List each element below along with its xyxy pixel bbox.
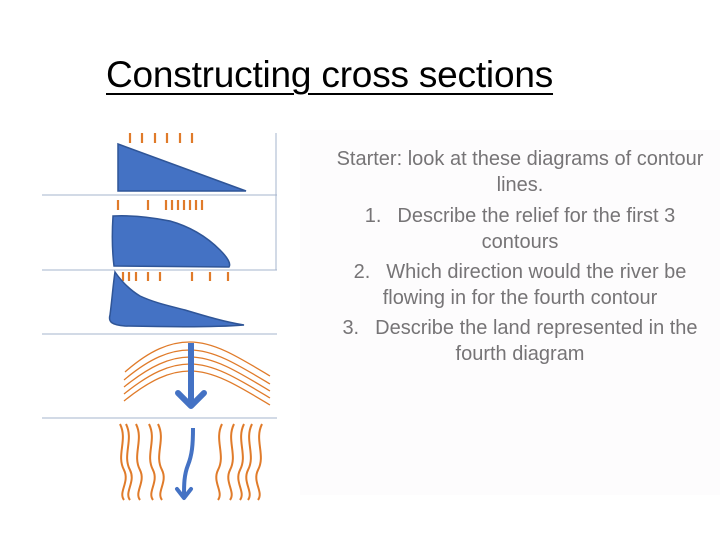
starter-text-block: Starter: look at these diagrams of conto…: [330, 146, 710, 371]
river-arrow-icon: [175, 343, 207, 409]
contour-map-wavy: [119, 423, 263, 501]
question-text: Describe the land represented in the fou…: [375, 317, 698, 365]
question-item: 1. Describe the relief for the first 3 co…: [330, 203, 710, 255]
contour-map-curved: [123, 341, 271, 406]
question-number: 2.: [353, 261, 371, 283]
question-text: Describe the relief for the first 3 cont…: [397, 205, 676, 253]
cross-section-concave-slope: [108, 270, 245, 328]
question-number: 1.: [364, 205, 382, 227]
diagram-dividers: [42, 133, 277, 419]
river-arrow-wavy-icon: [175, 427, 195, 500]
cross-section-convex-slope: [111, 200, 231, 268]
question-item: 3. Describe the land represented in the f…: [330, 315, 710, 367]
slide-title: Constructing cross sections: [106, 54, 554, 95]
starter-intro: Starter: look at these diagrams of conto…: [336, 148, 704, 196]
question-item: 2. Which direction would the river be flo…: [330, 259, 710, 311]
cross-section-uniform-slope: [117, 133, 247, 192]
question-number: 3.: [342, 317, 360, 339]
question-text: Which direction would the river be flowi…: [382, 261, 687, 309]
question-list: 1. Describe the relief for the first 3 co…: [330, 203, 710, 367]
text-panel: [300, 130, 720, 495]
